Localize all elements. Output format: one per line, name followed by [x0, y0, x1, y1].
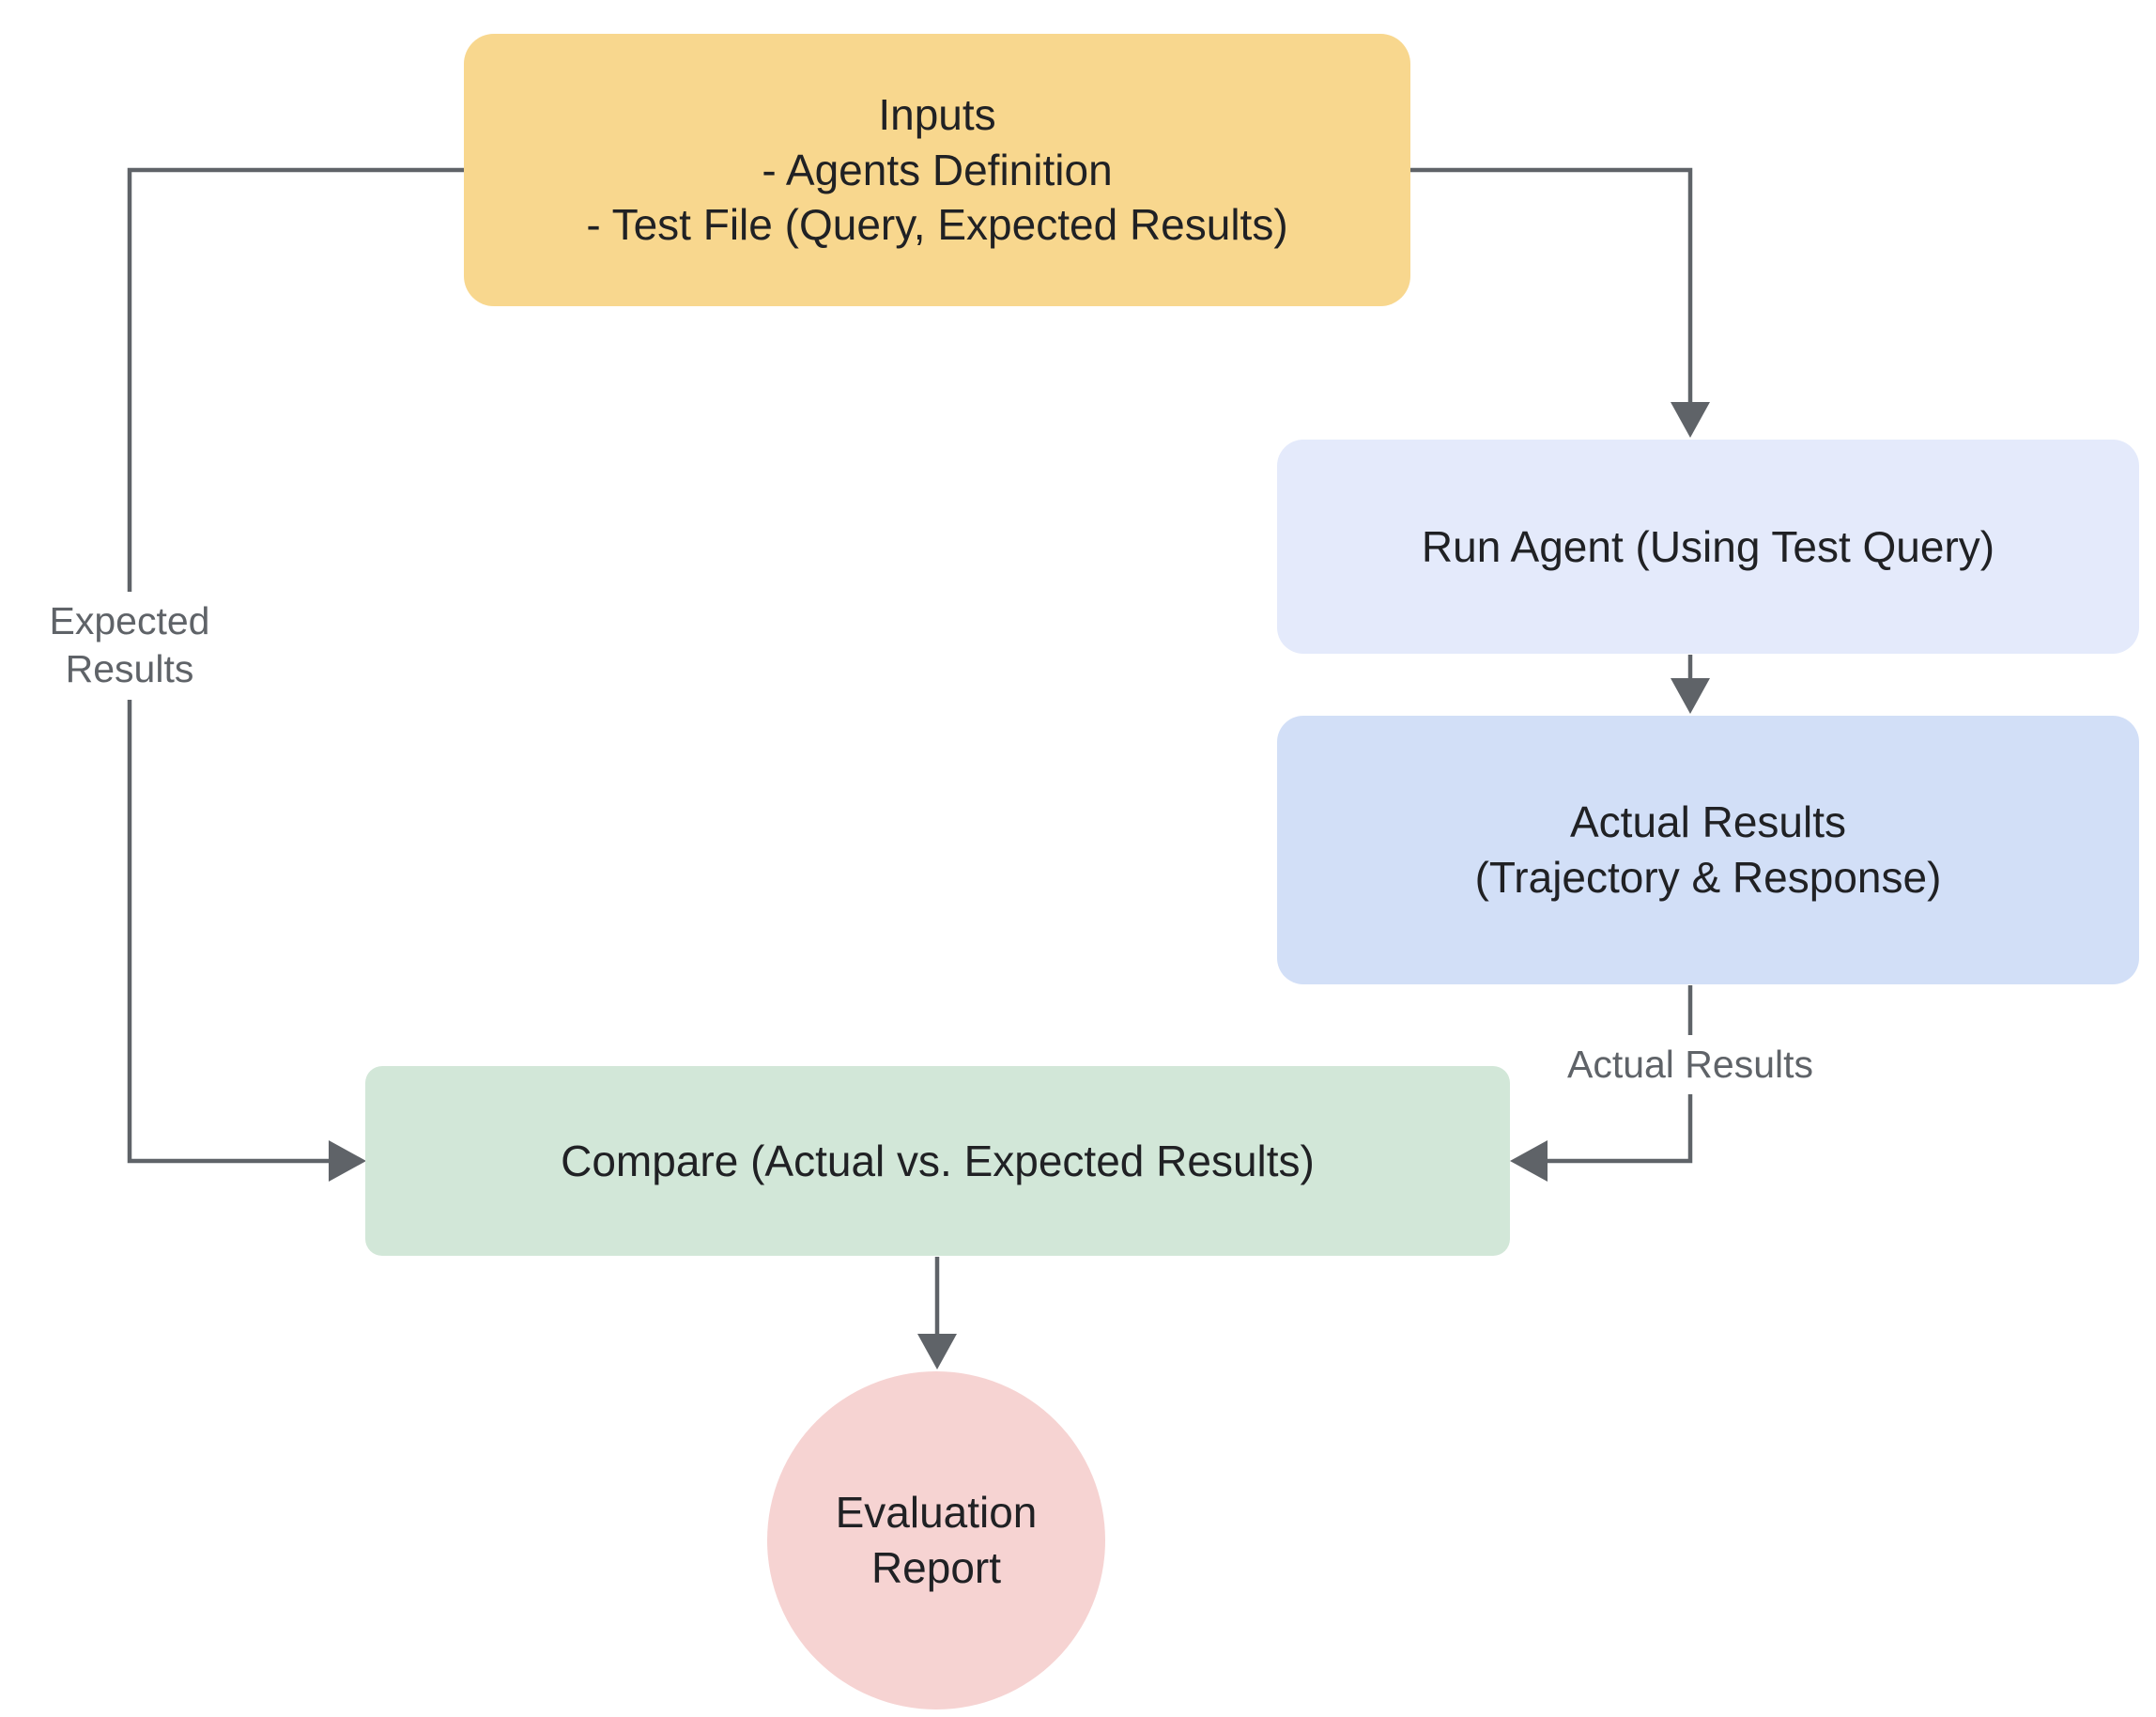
node-inputs: Inputs - Agents Definition - Test File (… [464, 34, 1410, 306]
edge-inputs-to-run-agent [1410, 167, 1693, 404]
arrowhead-into-report [917, 1334, 957, 1369]
inputs-title: Inputs [878, 89, 996, 139]
node-evaluation-report: Evaluation Report [767, 1371, 1105, 1709]
node-run-agent: Run Agent (Using Test Query) [1277, 440, 2139, 654]
arrowhead-into-actual-results [1671, 678, 1710, 714]
evaluation-report-line1: Evaluation [835, 1488, 1038, 1538]
arrowhead-into-run-agent [1671, 402, 1710, 438]
node-compare: Compare (Actual vs. Expected Results) [365, 1066, 1510, 1256]
inputs-item-test-file: - Test File (Query, Expected Results) [586, 200, 1288, 250]
node-actual-results: Actual Results (Trajectory & Response) [1277, 716, 2139, 984]
edge-label-actual-results: Actual Results [1536, 1035, 1844, 1095]
edge-label-expected-results: Expected Results [17, 592, 242, 700]
arrowhead-into-compare-left [329, 1140, 366, 1182]
compare-label: Compare (Actual vs. Expected Results) [561, 1136, 1315, 1185]
run-agent-label: Run Agent (Using Test Query) [1421, 521, 1995, 571]
actual-results-line2: (Trajectory & Response) [1474, 853, 1942, 902]
arrowhead-into-compare-right [1510, 1140, 1548, 1182]
inputs-item-agents-definition: - Agents Definition [762, 145, 1113, 194]
evaluation-report-line2: Report [870, 1543, 1002, 1592]
actual-results-line1: Actual Results [1569, 797, 1846, 847]
